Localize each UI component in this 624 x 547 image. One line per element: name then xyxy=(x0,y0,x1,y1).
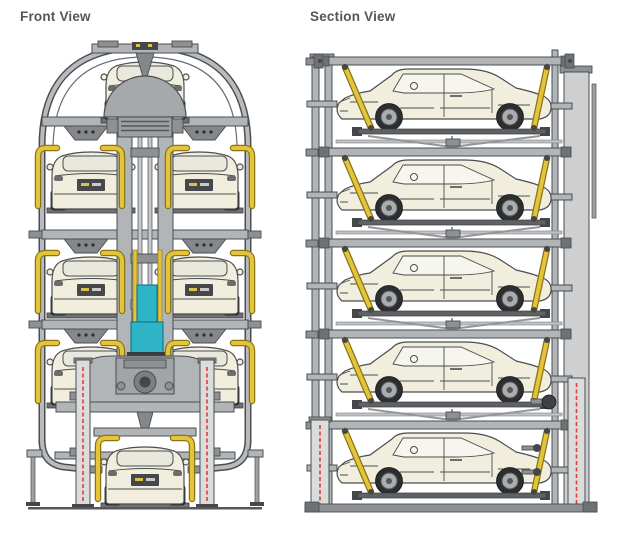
truss-1 xyxy=(335,135,563,148)
front-view-diagram xyxy=(26,40,264,510)
section-level-5 xyxy=(306,420,572,500)
top-beam xyxy=(91,40,199,54)
hangers-row2 xyxy=(63,238,227,254)
truss-2 xyxy=(335,226,563,239)
section-level-2 xyxy=(306,147,572,227)
truss-3 xyxy=(335,317,563,330)
drive-assembly xyxy=(521,394,557,476)
section-level-4 xyxy=(306,329,572,409)
section-level-3 xyxy=(306,238,572,318)
ground-line-front xyxy=(28,507,262,510)
ground-beam-section xyxy=(304,501,598,513)
section-post-left xyxy=(308,416,332,510)
car-ground-level xyxy=(100,446,190,509)
section-view-diagram xyxy=(304,49,598,513)
top-beam-caps xyxy=(313,53,575,69)
drive-dome xyxy=(103,75,187,138)
truss-4 xyxy=(335,408,563,421)
section-level-1 xyxy=(306,56,572,136)
section-view-title: Section View xyxy=(310,9,396,24)
section-post-right xyxy=(567,377,586,510)
lift-motor-cyan xyxy=(127,284,167,359)
front-view-title: Front View xyxy=(20,9,91,24)
ground-guard-rails xyxy=(94,434,196,503)
